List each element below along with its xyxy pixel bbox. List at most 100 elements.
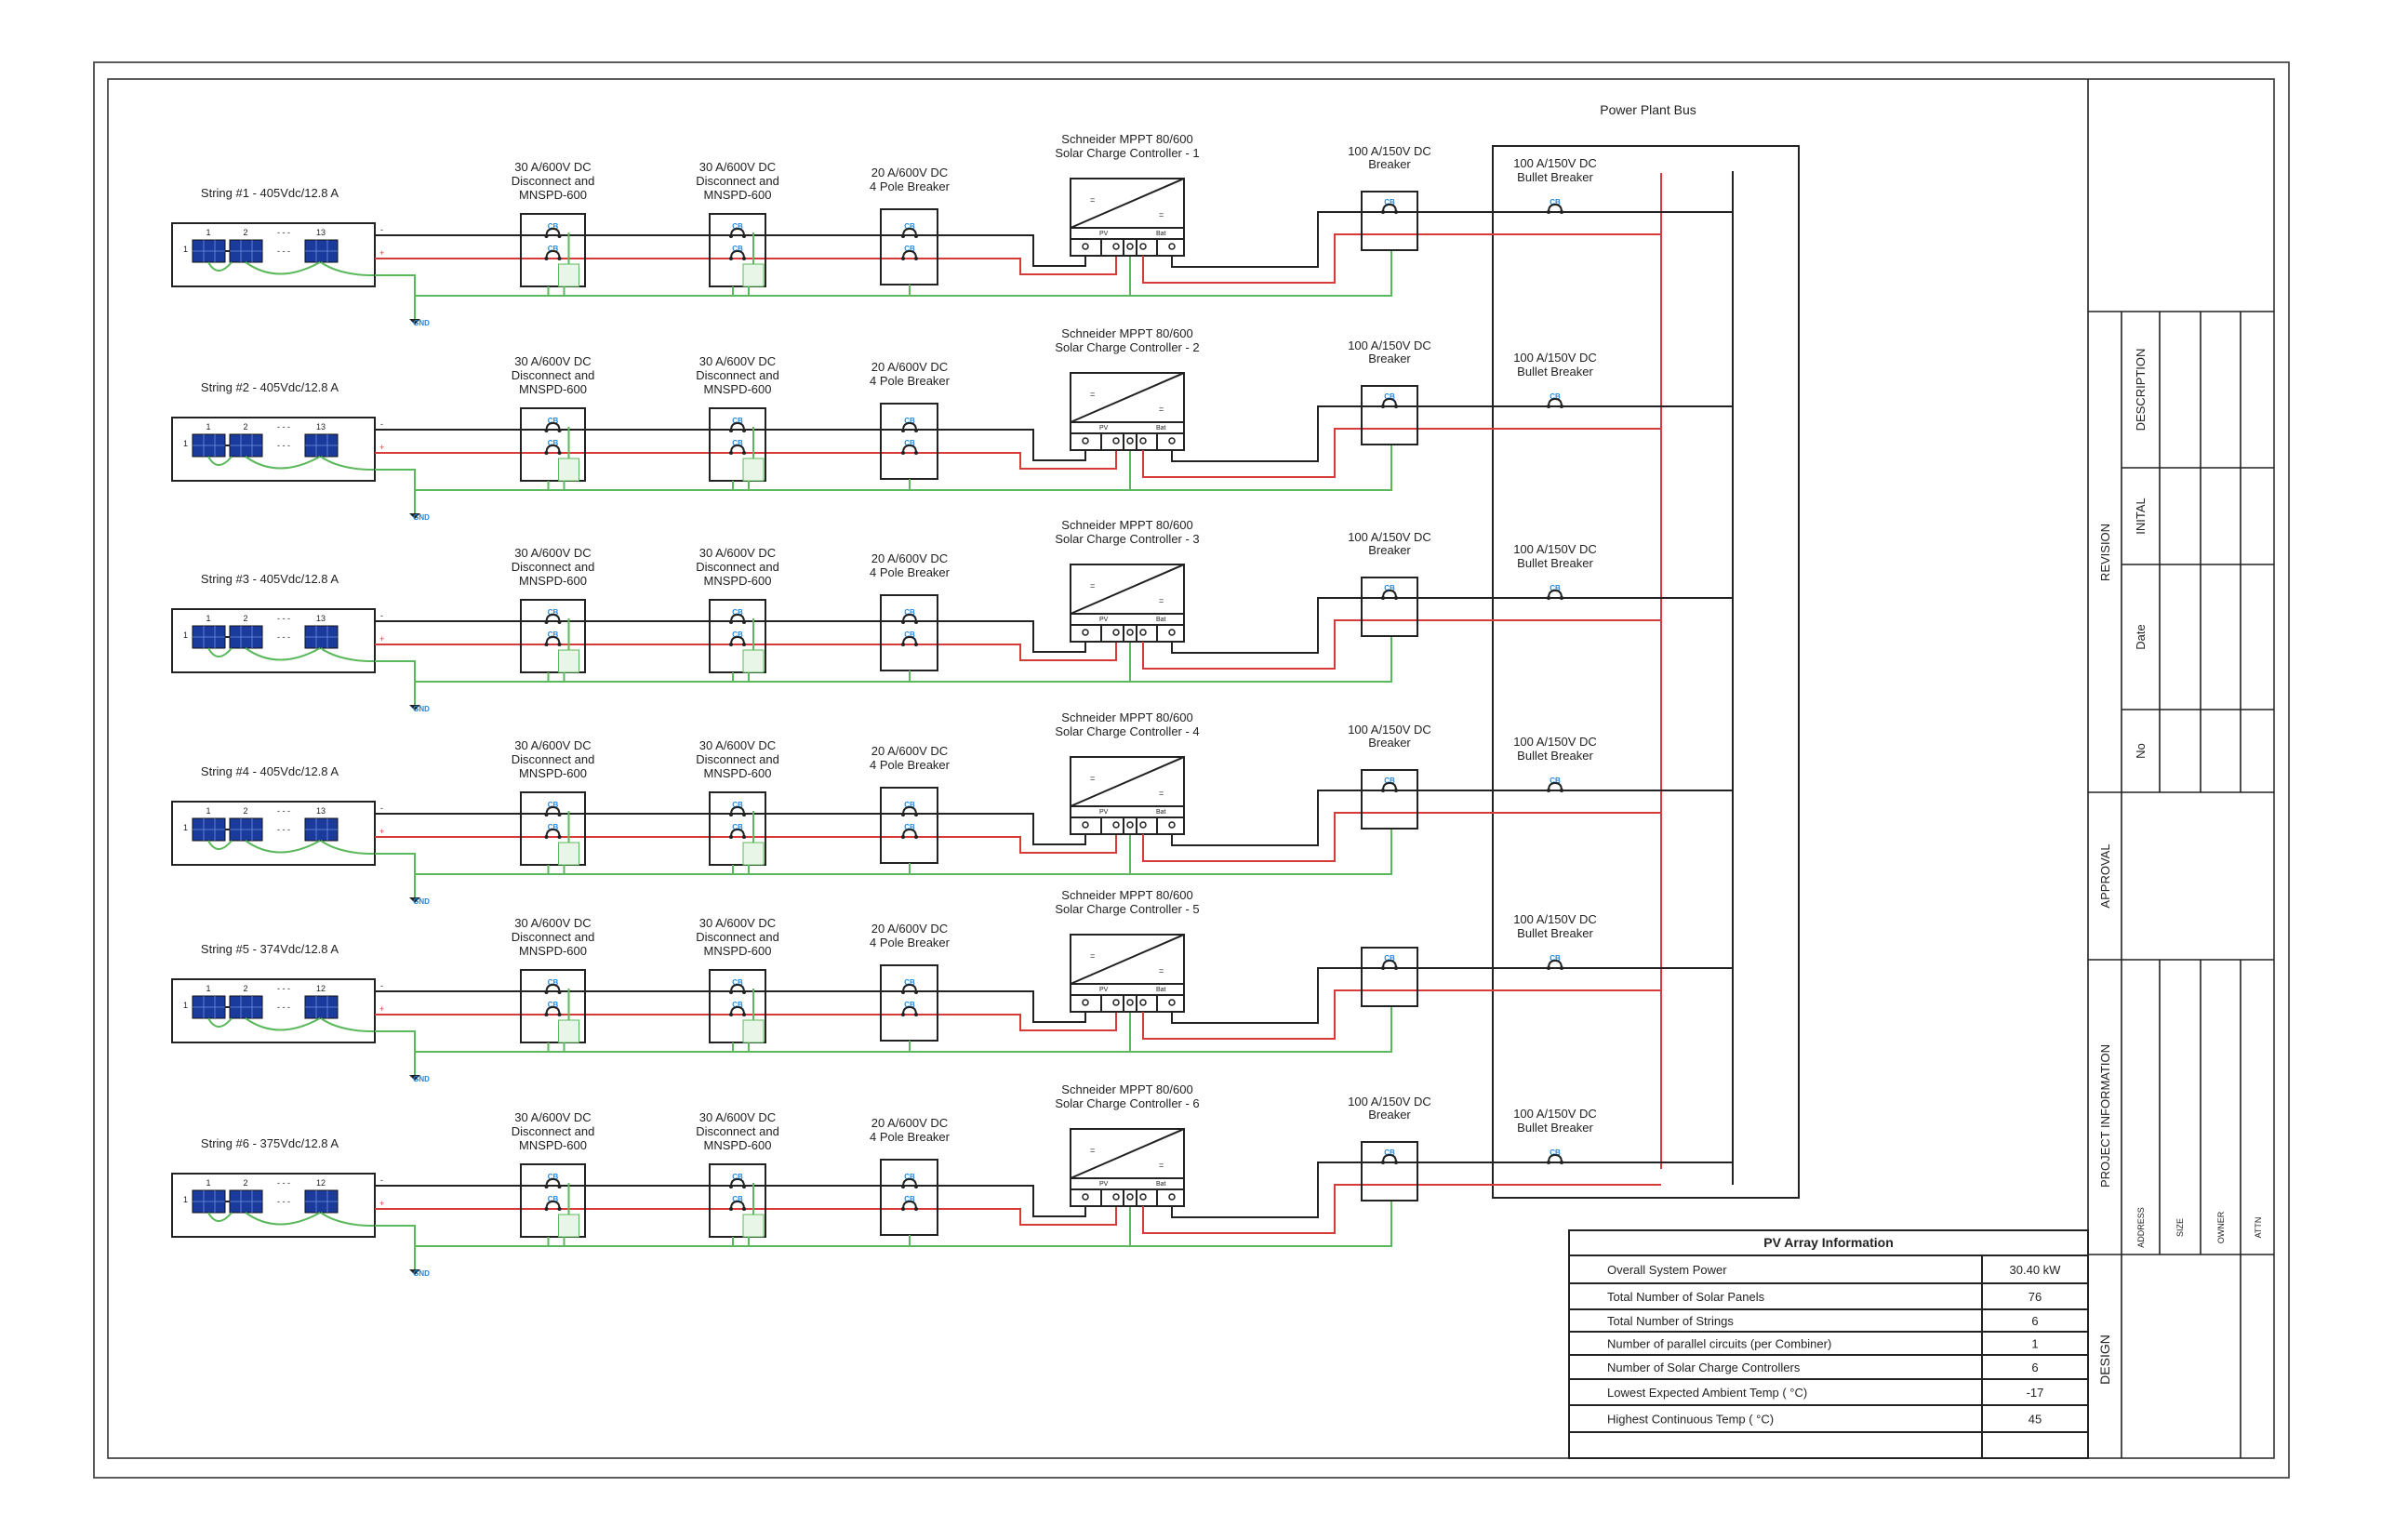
terminal-screw-icon	[1112, 999, 1120, 1006]
breaker-contact	[901, 835, 905, 839]
breaker-arc	[902, 1005, 917, 1016]
battery-negative-wire	[1171, 405, 1733, 462]
breaker-contact	[914, 835, 918, 839]
battery-positive-wire	[1142, 233, 1661, 284]
positive-sign: +	[379, 827, 384, 836]
charge-controller-1	[1070, 178, 1185, 257]
positive-wire	[375, 1012, 1117, 1031]
pole-breaker-label: 4 Pole Breaker	[870, 936, 951, 949]
dashes: - - -	[277, 422, 290, 431]
circuit-breaker-symbol: CB	[901, 222, 918, 238]
panel-number: 2	[243, 228, 247, 237]
disconnect-label: Disconnect and	[512, 174, 595, 188]
positive-wire	[375, 256, 1117, 275]
breaker-contact	[901, 620, 905, 624]
terminal-screw-icon	[1139, 629, 1147, 636]
breaker-contact	[1394, 596, 1398, 600]
cb-label: CB	[548, 439, 559, 447]
circuit-breaker-symbol: CB	[901, 801, 918, 816]
pv-terminal-label: PV	[1099, 987, 1109, 993]
string-label: String #4 - 405Vdc/12.8 A	[201, 764, 339, 778]
pv-terminal-label: PV	[1099, 809, 1109, 816]
surge-protector-icon	[742, 458, 765, 482]
surge-protector-icon	[558, 842, 579, 866]
disconnect-label: MNSPD-600	[519, 188, 587, 202]
project-information-heading: PROJECT INFORMATION	[2098, 1044, 2112, 1188]
bullet-breaker-label: 100 A/150V DC	[1513, 156, 1597, 170]
breaker-arc	[545, 1005, 561, 1016]
bat-terminal-label: Bat	[1156, 1181, 1166, 1188]
controller-label: Solar Charge Controller - 4	[1055, 724, 1199, 738]
cb-label: CB	[548, 245, 559, 253]
surge-protector-icon	[558, 649, 579, 673]
bullet-breaker-label: 100 A/150V DC	[1513, 735, 1597, 749]
breaker-arc	[1382, 397, 1397, 407]
string-label: String #5 - 374Vdc/12.8 A	[201, 942, 339, 956]
panel-grid	[305, 996, 338, 1018]
bullet-breaker-label: Bullet Breaker	[1517, 556, 1593, 570]
dashes: - - -	[277, 614, 290, 623]
controller-label: Schneider MPPT 80/600	[1061, 326, 1192, 340]
dc-breaker-box	[1361, 577, 1418, 637]
panel-row-number: 1	[183, 823, 188, 832]
charge-controller-4	[1070, 756, 1185, 835]
breaker-arc	[902, 227, 917, 237]
breaker-contact	[742, 990, 746, 994]
breaker-contact	[901, 1185, 905, 1188]
terminal-dividers	[1100, 995, 1158, 1012]
cb-label: CB	[1550, 777, 1561, 785]
charge-controller-3	[1070, 564, 1185, 643]
breaker-contact	[544, 1185, 549, 1188]
cb-label: CB	[548, 222, 559, 231]
disconnect-breaker-positive: CB	[544, 1195, 562, 1211]
controller-divider	[1070, 934, 1185, 996]
terminal-screw-icon	[1082, 999, 1089, 1006]
negative-sign: -	[380, 1175, 383, 1185]
cb-label: CB	[732, 608, 743, 617]
ground-arrow-icon	[409, 1075, 420, 1081]
controller-divider	[1070, 564, 1185, 626]
controller-divider	[1070, 756, 1185, 818]
breaker-contact	[544, 990, 549, 994]
revision-col-0: DESCRIPTION	[2134, 349, 2148, 431]
breaker-arc	[1548, 589, 1563, 599]
circuit-breaker-symbol: CB	[1381, 777, 1398, 792]
panel-grid	[193, 996, 225, 1018]
circuit-breaker-symbol: CB	[901, 631, 918, 646]
table-row-label: Number of Solar Charge Controllers	[1607, 1361, 1801, 1374]
disconnect-box-1	[520, 213, 586, 287]
breaker-arc	[730, 1200, 745, 1210]
breaker-contact	[742, 813, 746, 816]
disconnect-label: Disconnect and	[696, 1124, 779, 1138]
bullet-breaker-symbol: CB	[1547, 1148, 1563, 1164]
cb-label: CB	[904, 823, 915, 831]
ground-label: GND	[413, 319, 430, 327]
panel-grid	[230, 240, 262, 262]
breaker-contact	[1547, 789, 1550, 792]
breaker-arc	[902, 421, 917, 431]
bullet-breaker-label: Bullet Breaker	[1517, 365, 1593, 378]
project-col-0: ADDRESS	[2136, 1207, 2146, 1248]
breaker-contact	[1394, 405, 1398, 408]
dc-breaker-label: 100 A/150V DC	[1348, 339, 1431, 352]
panel-grid	[230, 434, 262, 457]
terminal-screw-icon	[1139, 821, 1147, 829]
disconnect-breaker-positive: CB	[544, 823, 562, 839]
panel-grid	[305, 240, 338, 262]
disconnect-label: Disconnect and	[512, 368, 595, 382]
controller-label: Solar Charge Controller - 5	[1055, 902, 1199, 916]
terminal-dividers	[1100, 817, 1158, 834]
breaker-contact	[544, 813, 549, 816]
breaker-contact	[729, 234, 733, 238]
controller-label: Schneider MPPT 80/600	[1061, 132, 1192, 146]
surge-protector-icon	[742, 1019, 765, 1043]
breaker-arc	[1548, 781, 1563, 791]
terminal-dividers	[1100, 239, 1158, 256]
controller-label: Schneider MPPT 80/600	[1061, 1082, 1192, 1096]
panel-number: 1	[206, 228, 210, 237]
ground-wire	[375, 251, 1392, 319]
disconnect-box-2	[709, 599, 766, 673]
breaker-contact	[729, 990, 733, 994]
positive-wire	[375, 1206, 1117, 1226]
table-row-label: Highest Continuous Temp ( °C)	[1607, 1413, 1774, 1427]
